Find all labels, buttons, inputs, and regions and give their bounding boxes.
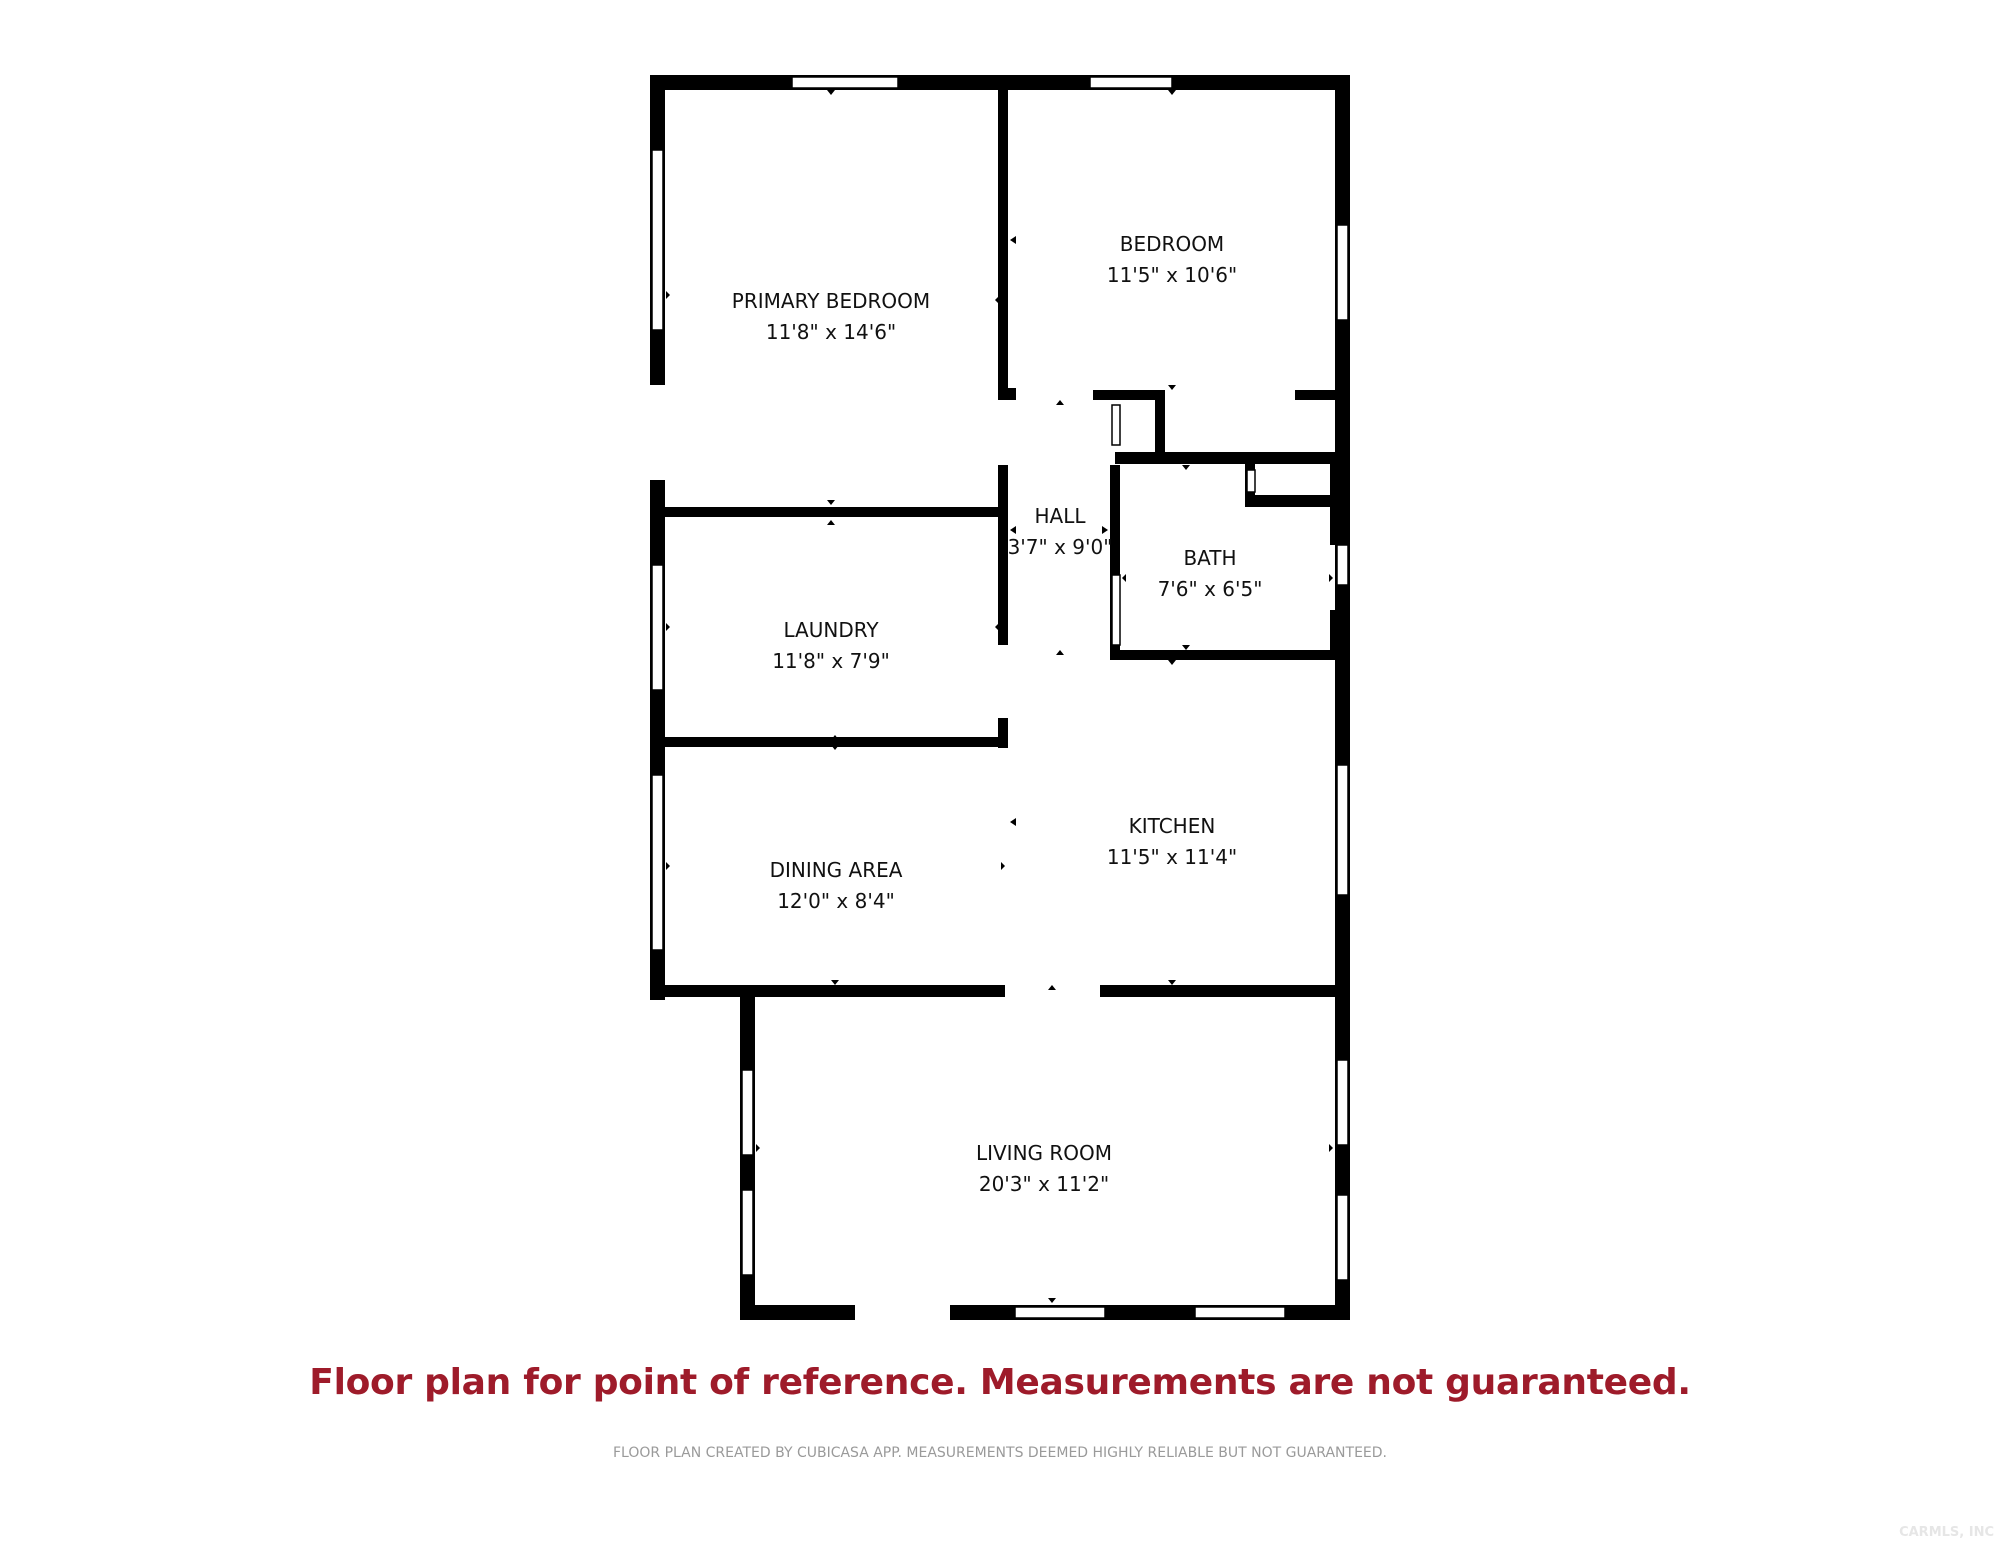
marker (1010, 818, 1016, 826)
marker (1182, 645, 1190, 650)
marker (995, 296, 999, 304)
marker (1056, 650, 1064, 655)
window-dining-left (651, 774, 664, 951)
credit-text: FLOOR PLAN CREATED BY CUBICASA APP. MEAS… (613, 1445, 1387, 1461)
marker (1122, 574, 1126, 582)
marker (827, 90, 835, 95)
door-markers (666, 90, 1333, 1303)
window-living-right-2 (1336, 1194, 1349, 1281)
room-dims-kitchen: 11'5" x 11'4" (1107, 845, 1237, 869)
room-name-living-room: LIVING ROOM (976, 1141, 1112, 1165)
room-dims-dining-area: 12'0" x 8'4" (777, 889, 895, 913)
marker (827, 500, 835, 505)
wall-bath-right-lower (1330, 610, 1350, 660)
wall-bedroom-stub (1295, 390, 1340, 400)
room-dims-laundry: 11'8" x 7'9" (772, 649, 890, 673)
room-name-hall: HALL (1034, 504, 1086, 528)
wall-bath-top (1245, 495, 1340, 507)
marker (756, 1144, 760, 1152)
window-bath-stub (1246, 469, 1256, 493)
window-living-bottom-2 (1194, 1306, 1286, 1319)
watermark-text: CARMLS, INC (1899, 1525, 1994, 1540)
wall-laundry-right-lower (998, 718, 1008, 748)
room-name-laundry: LAUNDRY (783, 618, 879, 642)
wall-closet-top (1093, 390, 1165, 400)
marker (1010, 236, 1016, 244)
marker (1182, 465, 1190, 470)
window-bedroom-right (1336, 224, 1349, 321)
room-name-kitchen: KITCHEN (1129, 814, 1216, 838)
room-labels: PRIMARY BEDROOM 11'8" x 14'6" BEDROOM 11… (732, 232, 1263, 1196)
wall-primary-bedroom-divider (998, 85, 1008, 395)
window-laundry-left (651, 564, 664, 691)
room-dims-bedroom: 11'5" x 10'6" (1107, 263, 1237, 287)
marker (1168, 385, 1176, 390)
marker (1329, 574, 1333, 582)
marker (831, 745, 839, 750)
window-hall-closet (1111, 404, 1121, 446)
marker (1001, 862, 1005, 870)
room-dims-primary-bedroom: 11'8" x 14'6" (766, 320, 896, 344)
marker (827, 520, 835, 525)
window-living-bottom-1 (1014, 1306, 1106, 1319)
window-living-left-1 (741, 1069, 754, 1156)
room-dims-bath: 7'6" x 6'5" (1158, 577, 1263, 601)
window-hall-bath (1111, 574, 1121, 646)
wall-right (1335, 75, 1350, 1320)
room-name-dining-area: DINING AREA (770, 858, 903, 882)
room-name-primary-bedroom: PRIMARY BEDROOM (732, 289, 930, 313)
window-living-left-2 (741, 1189, 754, 1276)
window-kitchen-right (1336, 764, 1349, 896)
marker (1048, 985, 1056, 990)
marker (1168, 660, 1176, 665)
wall-bath-bottom (1110, 650, 1340, 660)
marker (1102, 526, 1108, 534)
marker (1056, 400, 1064, 405)
window-primary-left (651, 149, 664, 331)
opening-living-bottom (855, 1303, 950, 1322)
marker (1168, 90, 1176, 95)
wall-laundry-right (998, 465, 1008, 645)
wall-closet-bottom (1115, 452, 1340, 464)
marker (831, 735, 839, 740)
room-dims-hall: 3'7" x 9'0" (1008, 535, 1113, 559)
marker (831, 980, 839, 985)
marker (666, 623, 670, 631)
wall-dining-bottom-right (1100, 985, 1350, 997)
room-name-bath: BATH (1183, 546, 1236, 570)
wall-bath-left (1110, 465, 1120, 653)
wall-dining-bottom-left (650, 985, 1005, 997)
opening-left-primary (648, 385, 667, 480)
wall-laundry-bottom (660, 737, 1008, 747)
marker (1329, 1144, 1333, 1152)
window-primary-top (791, 76, 899, 89)
room-name-bedroom: BEDROOM (1120, 232, 1224, 256)
disclaimer-text: Floor plan for point of reference. Measu… (309, 1362, 1691, 1403)
walls (650, 75, 1350, 1320)
window-living-right-1 (1336, 1059, 1349, 1146)
wall-openings (648, 385, 1100, 1322)
wall-bath-right-thick (1330, 460, 1350, 545)
wall-hall-stub-top (998, 388, 1016, 400)
marker (666, 862, 670, 870)
wall-closet-right (1155, 390, 1165, 458)
marker (666, 291, 670, 299)
window-bath-right (1336, 544, 1349, 586)
windows (651, 76, 1349, 1319)
window-bedroom-top (1089, 76, 1173, 89)
marker (995, 623, 999, 631)
marker (1010, 526, 1016, 534)
wall-primary-laundry (660, 507, 1005, 517)
opening-living-dining (1005, 984, 1100, 998)
marker (1168, 980, 1176, 985)
room-dims-living-room: 20'3" x 11'2" (979, 1172, 1109, 1196)
marker (1048, 1298, 1056, 1303)
